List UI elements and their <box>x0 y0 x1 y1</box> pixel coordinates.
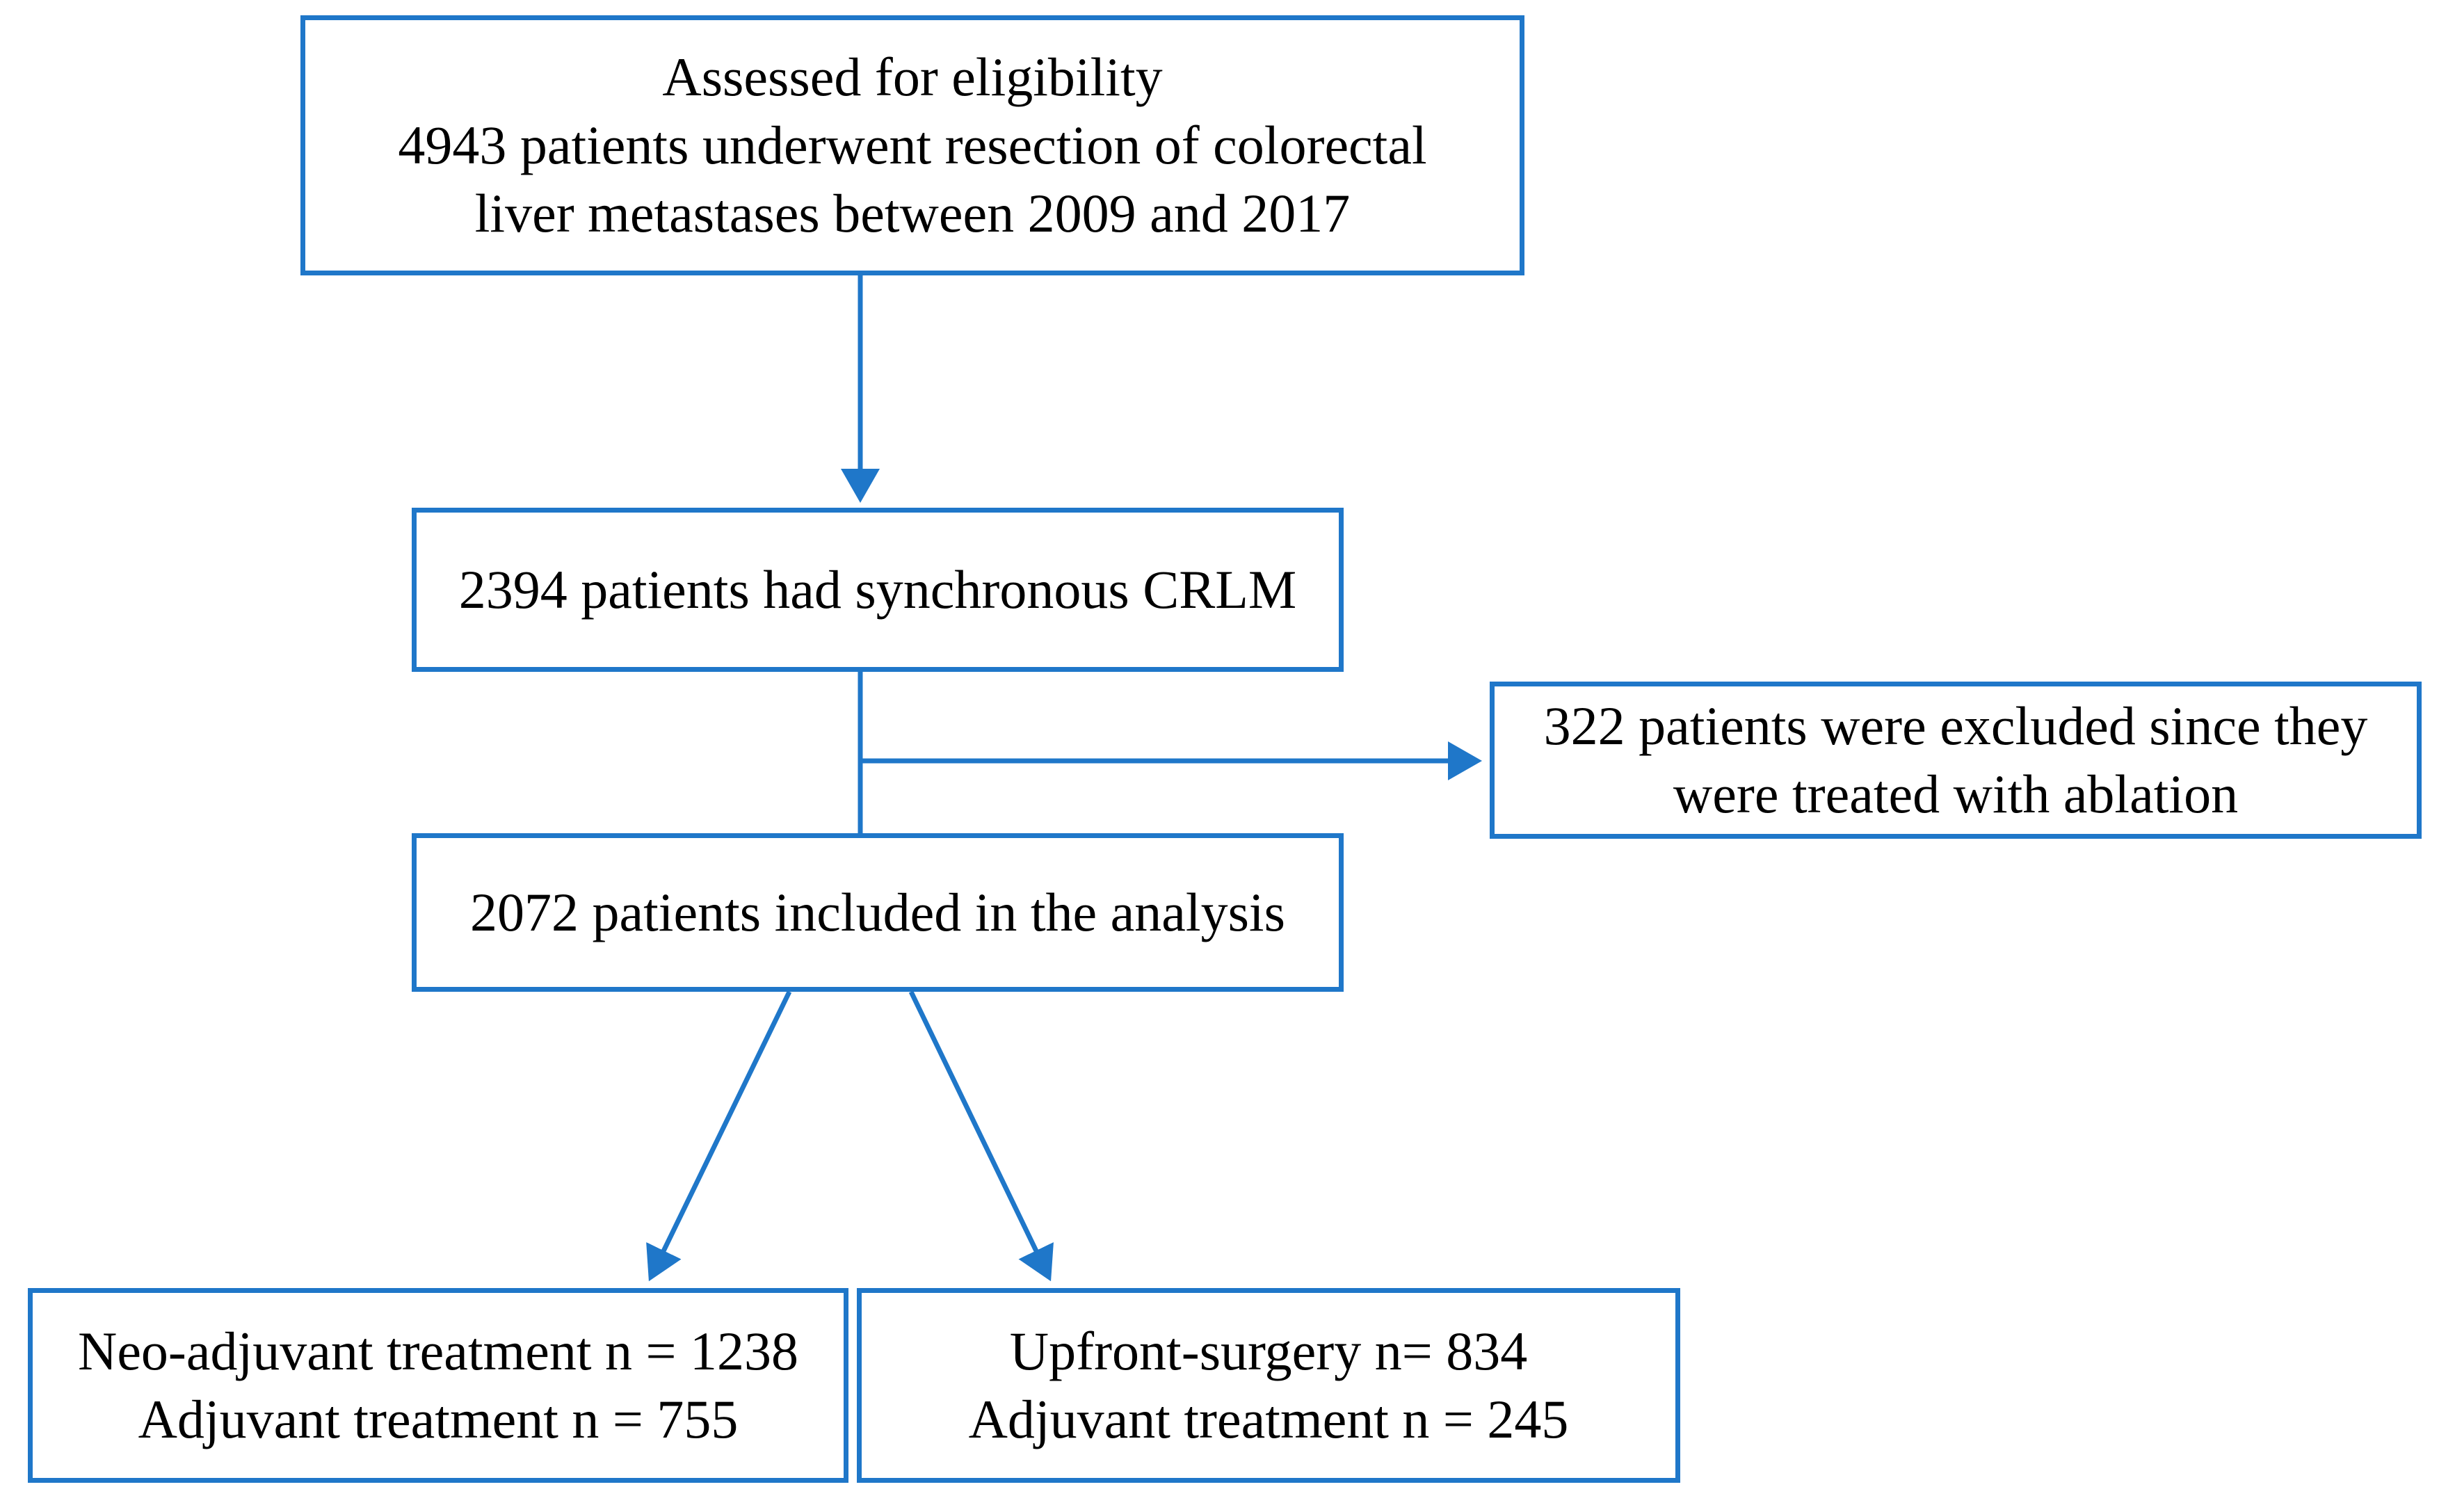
upfront-line-2: Adjuvant treatment n = 245 <box>968 1389 1569 1449</box>
synchronous-crlm-box: 2394 patients had synchronous CRLM <box>412 508 1344 672</box>
neoadjuvant-line-2: Adjuvant treatment n = 755 <box>138 1389 739 1449</box>
upfront-surgery-box: Upfront-surgery n= 834 Adjuvant treatmen… <box>857 1288 1680 1483</box>
neoadjuvant-box: Neo-adjuvant treatment n = 1238 Adjuvant… <box>28 1288 848 1483</box>
included-analysis-box: 2072 patients included in the analysis <box>412 833 1344 992</box>
synchronous-line-1: 2394 patients had synchronous CRLM <box>458 559 1297 620</box>
assessed-line-2: 4943 patients underwent resection of col… <box>398 115 1427 175</box>
excluded-line-2: were treated with ablation <box>1673 764 2239 824</box>
upfront-line-1: Upfront-surgery n= 834 <box>1009 1321 1528 1381</box>
excluded-ablation-box: 322 patients were excluded since they we… <box>1490 682 2422 839</box>
assessed-line-1: Assessed for eligibility <box>662 47 1163 107</box>
assessed-eligibility-box: Assessed for eligibility 4943 patients u… <box>300 15 1524 275</box>
arrow-included-to-neoadjuvant <box>646 990 792 1282</box>
neoadjuvant-line-1: Neo-adjuvant treatment n = 1238 <box>77 1321 798 1381</box>
arrow-included-to-upfront <box>908 990 1054 1282</box>
included-line-1: 2072 patients included in the analysis <box>470 882 1285 942</box>
excluded-line-1: 322 patients were excluded since they <box>1543 695 2368 756</box>
assessed-line-3: liver metastases between 2009 and 2017 <box>474 183 1351 243</box>
